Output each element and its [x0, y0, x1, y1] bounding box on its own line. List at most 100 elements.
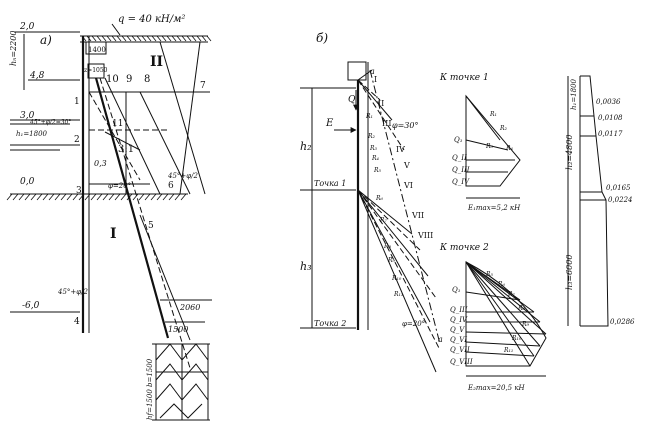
- ground-hatch-tick: [150, 193, 157, 201]
- ground-hatch-tick: [72, 193, 79, 201]
- load-hatch-tick: [171, 35, 177, 42]
- r-label: R₅: [373, 167, 382, 174]
- ground-hatch-tick: [18, 193, 25, 201]
- poly2-hline: [465, 331, 547, 335]
- load-hatch-tick: [201, 35, 207, 42]
- load-hatch-tick: [121, 35, 127, 42]
- slope-label: 3:1: [118, 144, 134, 155]
- phi30-label: φ=30°: [392, 121, 418, 130]
- pt-3: 3: [76, 186, 82, 196]
- r-label: R₃: [369, 145, 378, 152]
- ground-hatch-tick: [90, 193, 97, 201]
- phi20-label: φ=20°: [402, 320, 425, 328]
- poly2-ray: [465, 261, 535, 357]
- poly2-R8: R₈: [517, 305, 526, 312]
- zone-upper: II: [150, 54, 163, 70]
- dim-2060: 2060: [179, 303, 200, 312]
- ground-hatch-tick: [36, 193, 43, 201]
- poly2-R9: R₉: [521, 321, 530, 328]
- angle-right: 45°+φ/2: [167, 172, 199, 180]
- elev-00: 0,0: [20, 177, 35, 187]
- load-hatch-tick: [91, 35, 97, 42]
- poly2-ray: [465, 261, 535, 313]
- wedge-line-d: [139, 91, 191, 195]
- load-label: q = 40 кН/м²: [118, 14, 185, 25]
- load-hatch-tick: [151, 35, 157, 42]
- r-label: R₉: [387, 257, 396, 264]
- load-hatch-tick: [116, 35, 122, 42]
- point1-label: Точка 1: [314, 179, 346, 188]
- poly1-r1: [465, 95, 501, 141]
- r-label: R₁₁: [393, 291, 403, 298]
- pt-1: 1: [74, 97, 80, 107]
- poly2-outline: [465, 261, 547, 367]
- fan-lines: [357, 69, 441, 373]
- load-hatch-tick: [146, 35, 152, 42]
- r-label: R₂: [367, 133, 376, 140]
- ground-hatch-tick: [102, 193, 109, 201]
- dim-hn: hₙ=2200: [9, 31, 18, 66]
- poly2-hline: [465, 351, 535, 357]
- poly2-title: К точке 2: [439, 243, 489, 253]
- ground-hatch-tick: [144, 193, 151, 201]
- r-label: R₁₀: [391, 275, 402, 282]
- load-hatch-tick: [131, 35, 137, 42]
- r-label: R₇: [379, 217, 388, 224]
- ground-hatch-tick: [84, 193, 91, 201]
- Q-label: Q: [348, 95, 356, 105]
- poly2-R7: R₇: [507, 291, 516, 298]
- fan-line: [357, 189, 413, 235]
- pressure-profile: h₁=1800 h₂=4800 h₃=6000 0,0036 0,0108 0,…: [565, 75, 635, 327]
- poly2-R11: R₁₁: [503, 347, 513, 354]
- panel-b-label: б): [316, 31, 328, 45]
- elev-60: -6,0: [22, 301, 40, 311]
- poly2-ray: [465, 261, 531, 367]
- poly2-R5: R₅: [485, 271, 494, 278]
- roman-label: II: [378, 99, 384, 108]
- dim-hf: hf=1500 b=1500: [146, 358, 154, 420]
- fan-line: [357, 79, 393, 121]
- r-label: R₁: [365, 113, 373, 120]
- poly2-emax: E₂max=20,5 кН: [467, 384, 526, 392]
- poly2-rays: [465, 261, 547, 367]
- a-bot: а: [438, 335, 443, 344]
- zone-lower: I: [110, 226, 117, 242]
- wedge-line-f: [179, 41, 201, 195]
- fan-line: [357, 69, 373, 81]
- panel-b: б) а а h₂ h₃ Точка 1 Точка 2 E Q IIIIIII…: [300, 31, 443, 373]
- dim-1500: 1500: [168, 325, 188, 334]
- ground-hatch-tick: [60, 193, 67, 201]
- profile-h2: h₂=4800: [565, 135, 574, 170]
- load-hatch-tick: [191, 35, 197, 42]
- ground-hatch-tick: [66, 193, 73, 201]
- poly1-R4: R₄: [505, 145, 514, 152]
- pt-5: 5: [148, 221, 154, 231]
- force-polygon-1: К точке 1 Q₁ Q_II Q_III Q_IV R₁ R₂ R₃ R₄…: [439, 73, 521, 212]
- poly2-R10: R₁₀: [511, 335, 522, 342]
- load-leader: [111, 23, 121, 36]
- profile-v1: 0,0036: [596, 98, 621, 106]
- load-hatch-tick: [106, 35, 112, 42]
- poly2-q4: Q_V: [450, 326, 465, 334]
- poly2-ray: [465, 261, 541, 323]
- pt-10: 10: [106, 74, 119, 85]
- poly1-q4: Q_IV: [452, 178, 470, 186]
- pt-11: 11: [112, 119, 123, 129]
- fan-line: [357, 189, 441, 351]
- roman-label: VII: [411, 211, 424, 220]
- poly2-q2: Q_III: [450, 306, 468, 314]
- anchor-rod: [94, 77, 170, 339]
- ground-hatch-tick: [156, 193, 163, 201]
- poly2-q6: Q_VII: [450, 346, 470, 354]
- poly1-q3: Q_III: [452, 166, 470, 174]
- force-polygon-2: К точке 2 Q₁ Q_III Q_IV Q_V Q_VI Q_VII Q…: [439, 243, 547, 392]
- ground-hatch-tick: [162, 193, 169, 201]
- panel-a-label: а): [40, 33, 52, 47]
- E-label: E: [325, 118, 334, 129]
- load-hatch-tick: [166, 35, 172, 42]
- load-hatch-tick: [186, 35, 192, 42]
- load-hatch-tick: [181, 35, 187, 42]
- elev-20: 2,0: [19, 22, 35, 32]
- profile-v5: 0,0224: [608, 196, 633, 204]
- ground-hatch-tick: [12, 193, 19, 201]
